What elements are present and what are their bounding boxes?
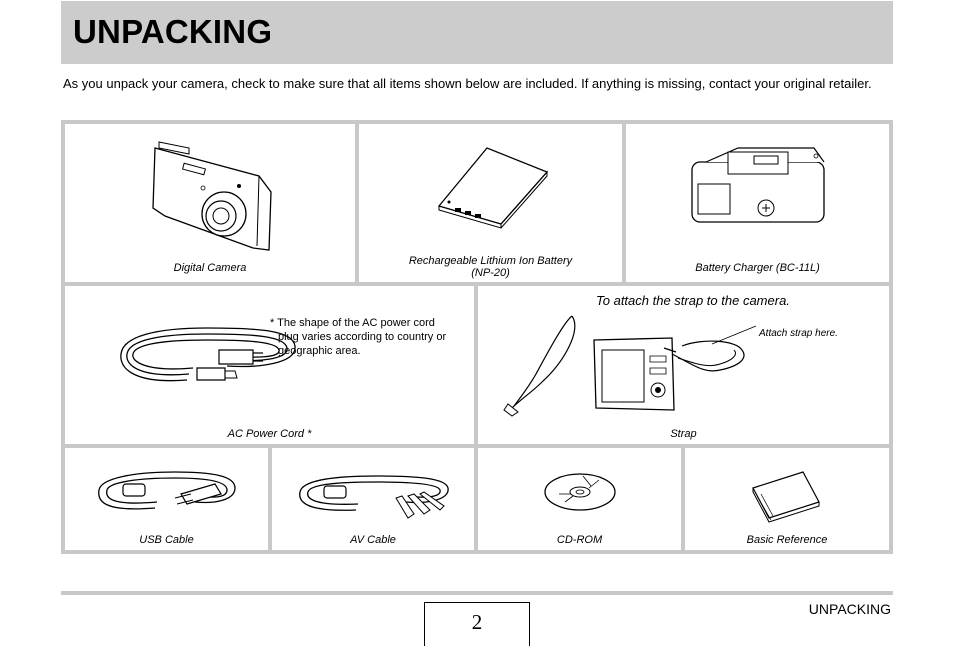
page-number: 2 [471,610,483,634]
cell-battery: Rechargeable Lithium Ion Battery (NP-20) [359,124,622,282]
ac-power-cord-note-line2: plug varies according to country or [278,331,447,343]
ac-power-cord-caption: AC Power Cord * [227,428,312,440]
cell-strap: To attach the strap to the camera. Attac… [478,286,889,444]
contents-grid: Digital Camera Rechargeable Lithium Ion … [61,120,893,554]
usb-cable-caption: USB Cable [139,534,194,546]
page-number-box: 2 [424,602,530,646]
ac-power-cord-note-line1: * The shape of the AC power cord [270,317,435,329]
battery-caption-line1: Rechargeable Lithium Ion Battery [408,255,573,267]
page-title: UNPACKING [73,13,273,50]
cd-rom-illustration [543,472,617,512]
strap-caption: Strap [670,428,697,440]
cell-basic-reference: Basic Reference [685,448,889,550]
footer-divider [61,591,893,595]
cell-digital-camera: Digital Camera [65,124,355,282]
usb-cable-illustration [95,468,239,512]
cell-av-cable: AV Cable [272,448,474,550]
title-bar: UNPACKING [61,1,893,64]
camera-rear-illustration [592,334,752,414]
basic-reference-illustration [751,470,821,522]
digital-camera-caption: Digital Camera [173,262,247,274]
av-cable-caption: AV Cable [350,534,396,546]
battery-caption-line2: (NP-20) [471,267,510,279]
digital-camera-illustration [149,138,279,250]
battery-charger-illustration [688,146,828,226]
footer-section-label: UNPACKING [808,601,891,617]
cell-cd-rom: CD-ROM [478,448,681,550]
intro-text: As you unpack your camera, check to make… [63,76,872,91]
cell-ac-power-cord: * The shape of the AC power cord plug va… [65,286,474,444]
av-cable-illustration [296,470,452,524]
strap-illustration [502,312,582,416]
battery-charger-caption: Battery Charger (BC-11L) [695,262,820,274]
ac-power-cord-note-line3: geographic area. [278,345,361,357]
ac-power-cord-illustration [117,320,307,392]
cd-rom-caption: CD-ROM [556,534,603,546]
battery-illustration [435,144,549,224]
basic-reference-caption: Basic Reference [746,534,828,546]
strap-instructions-heading: To attach the strap to the camera. [596,293,790,308]
strap-callout: Attach strap here. [759,328,838,339]
cell-usb-cable: USB Cable [65,448,268,550]
cell-battery-charger: Battery Charger (BC-11L) [626,124,889,282]
